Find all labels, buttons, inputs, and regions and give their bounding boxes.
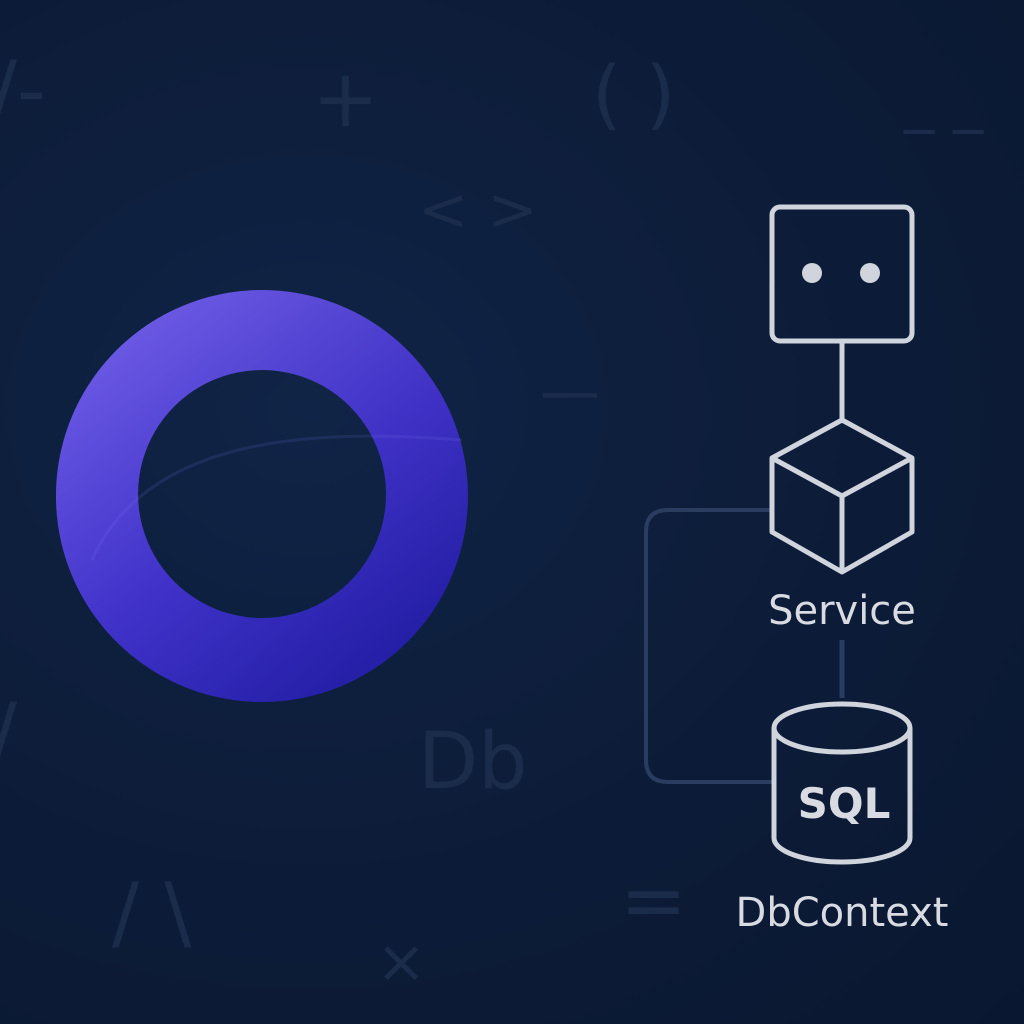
service-label: Service <box>768 588 916 634</box>
background-glyphs: /- + ( ) _ _ < > Db / / \ = × — <box>0 44 984 997</box>
bg-glyph-parens: ( ) <box>592 49 675 138</box>
service-db-connector <box>644 508 772 784</box>
bg-glyph-underscores: _ _ <box>903 65 984 135</box>
database-cylinder-icon[interactable] <box>771 701 913 865</box>
bg-glyph-slash-dash: /- <box>0 44 46 137</box>
bg-glyph-slash-backslash: / \ <box>112 866 191 959</box>
bg-glyph-dash: — <box>540 357 600 427</box>
robot-face-icon[interactable] <box>769 204 915 344</box>
cube-icon[interactable] <box>769 417 915 575</box>
sql-label: SQL <box>798 779 891 828</box>
bg-glyph-times: × <box>376 927 426 997</box>
bg-glyph-slash: / <box>0 686 17 779</box>
bg-glyph-plus: + <box>312 52 379 145</box>
bg-glyph-equals: = <box>620 854 687 947</box>
ring-logo-icon <box>55 290 468 703</box>
bg-glyph-db: Db <box>418 717 528 807</box>
bg-glyph-angle-brackets: < > <box>418 175 538 245</box>
dbcontext-label: DbContext <box>736 890 949 936</box>
